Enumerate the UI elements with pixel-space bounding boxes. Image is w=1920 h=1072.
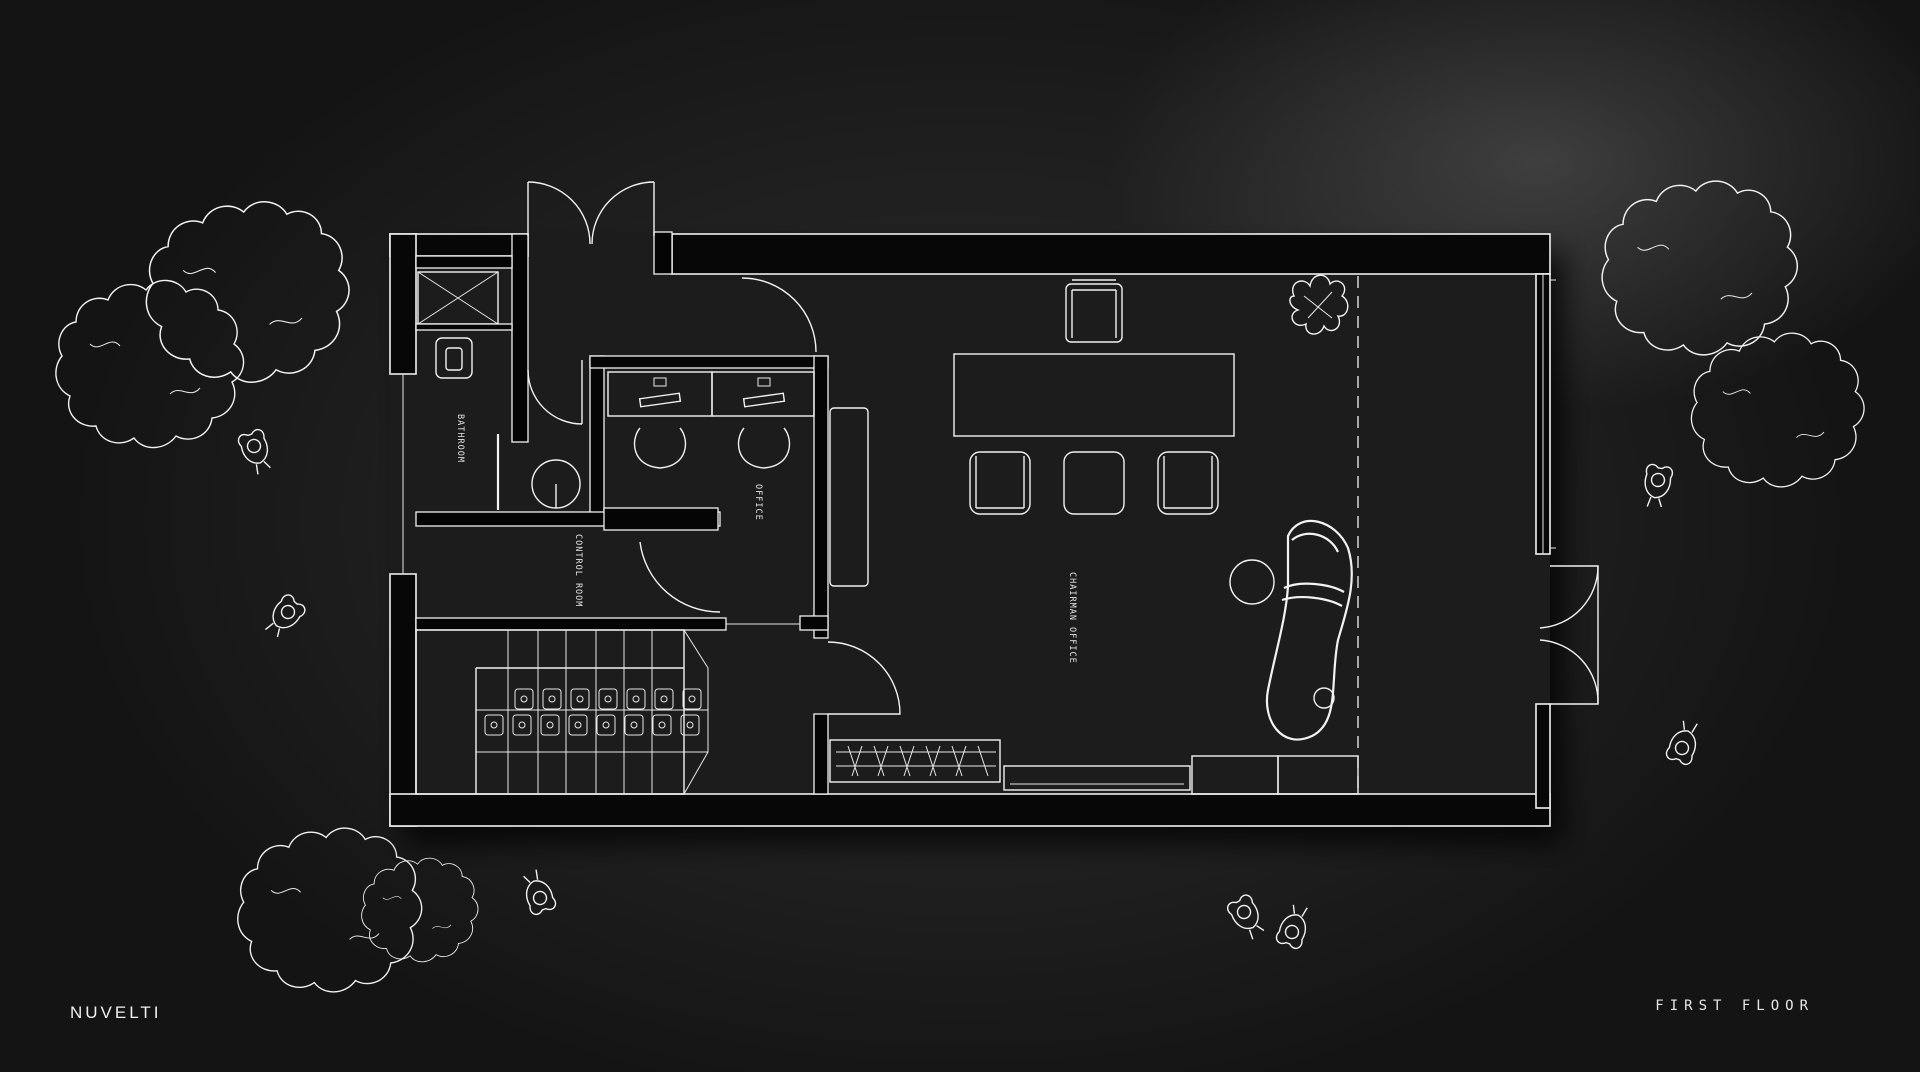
entrance-double-door (527, 181, 655, 425)
chair-icon (1065, 279, 1123, 343)
room-label-chairman-office: CHAIRMAN OFFICE (1067, 572, 1077, 664)
staircase (415, 629, 709, 795)
person-icon (1224, 892, 1271, 944)
tree-icon (1690, 332, 1865, 488)
brand-logo: NUVELTI (70, 1003, 162, 1022)
shoe-rack (829, 739, 1001, 783)
outer-walls (389, 233, 1556, 827)
room-label-control-room: CONTROL ROOM (573, 534, 583, 607)
person-icon (1639, 462, 1675, 511)
service-shaft (415, 255, 513, 331)
bench (1003, 765, 1191, 791)
room-label-bathroom: BATHROOM (455, 414, 465, 463)
lounge-chair-icon (1229, 519, 1353, 741)
conference-table (953, 353, 1235, 437)
right-double-door (1539, 565, 1599, 705)
top-inner-door (741, 277, 817, 353)
person-icon (259, 591, 308, 643)
chairman-door (827, 641, 901, 715)
office-door (639, 541, 721, 613)
person-icon (517, 866, 558, 917)
tree-icon (361, 857, 479, 963)
tree-icon (55, 279, 245, 449)
office-desks (607, 371, 815, 469)
room-label-office: OFFICE (753, 484, 763, 521)
person-icon (236, 427, 277, 478)
plant-icon (1289, 274, 1349, 335)
tree-icon (1601, 180, 1799, 356)
sink-icon (531, 459, 581, 509)
chair-icon (737, 427, 791, 469)
tree-icon (145, 201, 350, 383)
toilet-icon (435, 337, 473, 379)
person-icon (1664, 716, 1705, 767)
tree-icon (237, 827, 423, 993)
floor-label: FIRST FLOOR (1655, 998, 1814, 1014)
chair-icon (1063, 451, 1125, 515)
interior-walls (415, 355, 829, 795)
person-icon (1274, 900, 1315, 951)
cabinet (829, 407, 869, 587)
chair-icon (633, 427, 687, 469)
building-footprint (390, 234, 1550, 826)
side-cabinet (1277, 755, 1359, 795)
